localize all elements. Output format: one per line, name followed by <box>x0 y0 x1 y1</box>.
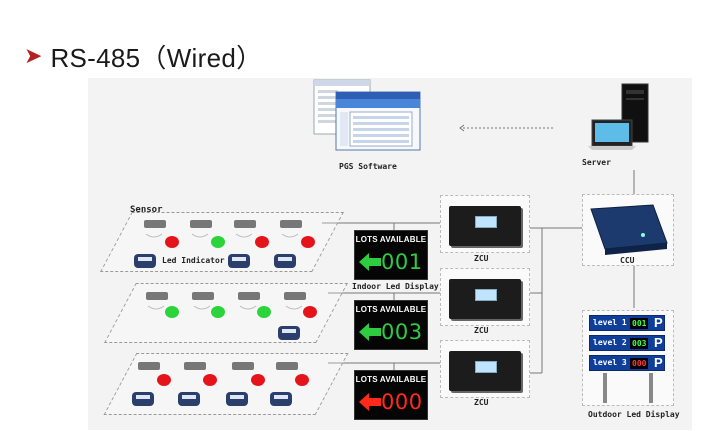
zcu-label-3: ZCU <box>474 398 489 407</box>
outdoor-level-row-3: level 3 000 P <box>589 355 665 371</box>
indoor-led-display-1: LOTS AVAILABLE 001 <box>354 230 428 280</box>
display-count: 001 <box>381 250 423 274</box>
led-indicator-label: Led Indicator <box>162 256 225 265</box>
level-count: 001 <box>630 318 649 329</box>
indoor-led-display-2: LOTS AVAILABLE 003 <box>354 300 428 350</box>
parking-p-icon: P <box>654 335 663 350</box>
zcu-unit-1 <box>440 195 530 253</box>
zcu-device <box>449 206 521 246</box>
connection-lines <box>322 124 635 375</box>
ccu-label: CCU <box>620 256 635 265</box>
display-title: LOTS AVAILABLE <box>355 235 427 244</box>
zcu-label-2: ZCU <box>474 326 489 335</box>
level-name: level 3 <box>593 358 627 367</box>
pgs-software-screens <box>310 78 422 154</box>
parking-p-icon: P <box>654 315 663 330</box>
rs485-diagram: PGS Software Server Sensor <box>88 78 692 430</box>
arrow-bullet-icon: ➤ <box>24 43 43 69</box>
sensor-group <box>144 220 302 238</box>
zcu-label-1: ZCU <box>474 254 489 263</box>
ccu-unit <box>582 194 674 266</box>
display-count: 000 <box>381 390 423 414</box>
heading-text: RS-485（Wired） <box>50 43 263 73</box>
level-count: 000 <box>630 358 649 369</box>
arrow-left-icon <box>359 253 381 271</box>
outdoor-led-display: level 1 001 P level 2 003 P level 3 000 … <box>582 310 674 406</box>
parking-row-1 <box>134 220 315 268</box>
sensor-label: Sensor <box>130 205 163 215</box>
server-computer-icon <box>588 83 649 150</box>
zcu-device <box>449 351 521 391</box>
parking-row-3 <box>132 362 309 406</box>
indoor-led-display-3: LOTS AVAILABLE 000 <box>354 370 428 420</box>
level-name: level 2 <box>593 338 627 347</box>
indoor-led-display-label: Indoor Led Display <box>352 282 439 291</box>
display-count: 003 <box>381 320 423 344</box>
heading: ➤ RS-485（Wired） <box>24 38 262 75</box>
zcu-unit-2 <box>440 268 530 326</box>
software-window-icon <box>313 79 421 151</box>
parking-p-icon: P <box>654 355 663 370</box>
server-label: Server <box>582 158 611 167</box>
level-name: level 1 <box>593 318 627 327</box>
level-count: 003 <box>630 338 649 349</box>
arrow-left-icon <box>359 393 381 411</box>
outdoor-level-row-1: level 1 001 P <box>589 315 665 331</box>
outdoor-led-display-label: Outdoor Led Display <box>588 410 680 419</box>
parking-row-2 <box>146 292 317 340</box>
display-title: LOTS AVAILABLE <box>355 375 427 384</box>
zcu-unit-3 <box>440 340 530 398</box>
display-title: LOTS AVAILABLE <box>355 305 427 314</box>
pgs-software-label: PGS Software <box>339 162 397 171</box>
display-stand-icon <box>603 373 653 403</box>
arrow-left-icon <box>359 323 381 341</box>
zcu-device <box>449 279 521 319</box>
outdoor-level-row-2: level 2 003 P <box>589 335 665 351</box>
ccu-device-icon <box>590 204 668 255</box>
server <box>584 82 650 150</box>
